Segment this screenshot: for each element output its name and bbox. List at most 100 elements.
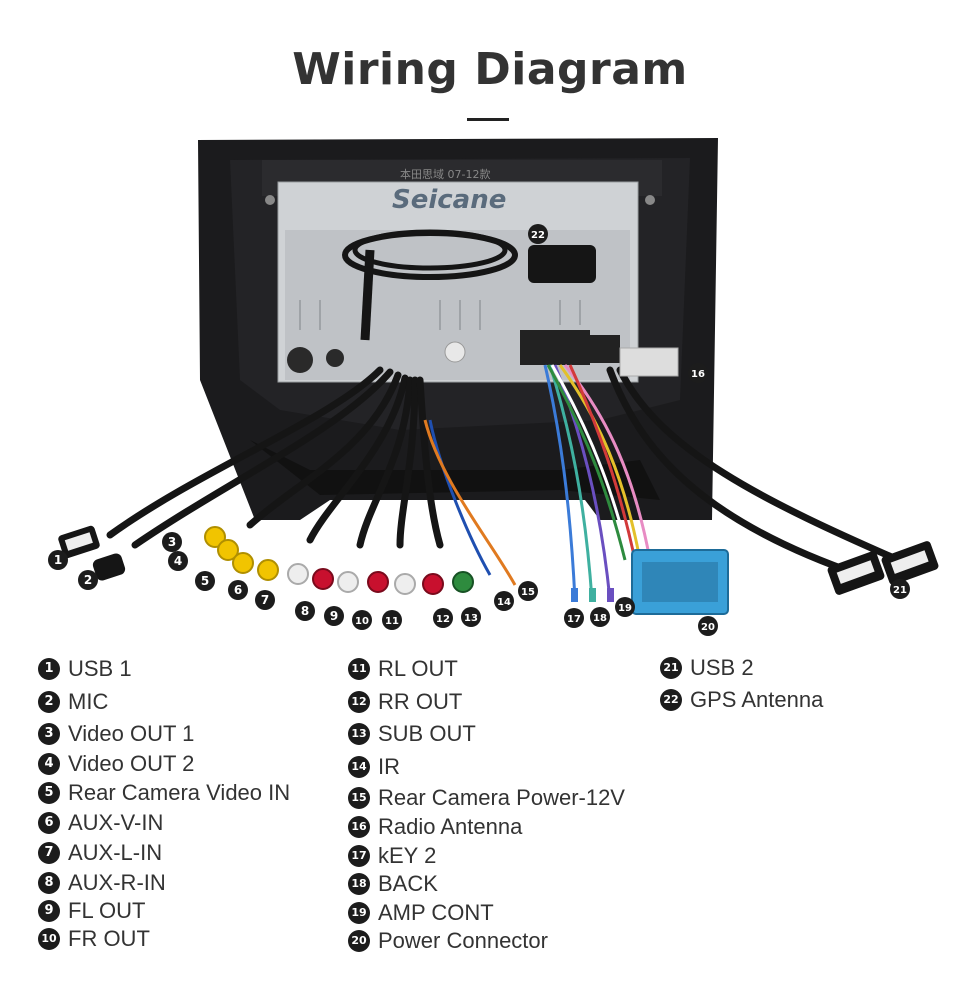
legend-item-11: 11 RL OUT (348, 656, 458, 682)
title-underline (467, 118, 509, 121)
legend-number-badge: 13 (348, 723, 370, 745)
svg-text:15: 15 (521, 587, 535, 598)
callout-badge-9: 9 (324, 606, 344, 626)
svg-text:2: 2 (84, 573, 92, 587)
callout-badge-14: 14 (494, 591, 514, 611)
brand-logo: Seicane (392, 185, 506, 215)
legend-number-badge: 18 (348, 873, 370, 895)
legend-label: Video OUT 2 (68, 751, 195, 776)
unit-sticker: 本田思域 07-12款 (400, 167, 490, 181)
legend-number-badge: 3 (38, 723, 60, 745)
legend-label: SUB OUT (378, 721, 476, 746)
svg-text:12: 12 (436, 614, 450, 625)
legend-label: Video OUT 1 (68, 721, 195, 746)
svg-text:22: 22 (531, 230, 545, 241)
svg-text:21: 21 (893, 585, 907, 596)
svg-text:20: 20 (701, 622, 715, 633)
callout-badge-2: 2 (78, 570, 98, 590)
page-title: Wiring Diagram (292, 44, 688, 95)
callout-badge-15: 15 (518, 581, 538, 601)
legend-label: MIC (68, 689, 109, 714)
gps-antenna (342, 229, 596, 341)
radio-antenna-adapter (619, 347, 679, 377)
callout-badge-19: 19 (615, 597, 635, 617)
mic-connector (92, 553, 126, 581)
legend-label: Rear Camera Video IN (68, 780, 291, 805)
callout-badge-12: 12 (433, 608, 453, 628)
svg-text:14: 14 (497, 597, 511, 608)
legend-item-4: 4 Video OUT 2 (38, 751, 194, 777)
legend-label: AUX-L-IN (68, 840, 163, 865)
legend-label: RL OUT (378, 656, 458, 681)
legend-item-8: 8 AUX-R-IN (38, 870, 166, 896)
head-unit: 本田思域 07-12款 Seicane (262, 160, 662, 383)
callout-badge-17: 17 (564, 608, 584, 628)
legend-label: AUX-R-IN (68, 870, 166, 895)
svg-text:16: 16 (691, 369, 705, 380)
legend-item-13: 13 SUB OUT (348, 721, 476, 747)
legend-item-16: 16 Radio Antenna (348, 814, 522, 840)
svg-text:7: 7 (261, 593, 269, 607)
legend-number-badge: 2 (38, 691, 60, 713)
callout-badge-11: 11 (382, 610, 402, 630)
legend-number-badge: 14 (348, 756, 370, 778)
svg-text:6: 6 (234, 583, 242, 597)
callout-badge-22: 22 (528, 224, 548, 244)
legend-number-badge: 11 (348, 658, 370, 680)
legend-label: FL OUT (68, 898, 146, 923)
callout-badge-4: 4 (168, 551, 188, 571)
legend-label: IR (378, 754, 400, 779)
legend-label: AMP CONT (378, 900, 494, 925)
callout-badge-8: 8 (295, 601, 315, 621)
usb2-cables (606, 366, 914, 579)
legend-number-badge: 16 (348, 816, 370, 838)
legend-number-badge: 5 (38, 782, 60, 804)
legend-item-14: 14 IR (348, 754, 400, 780)
svg-text:5: 5 (201, 574, 209, 588)
svg-text:9: 9 (330, 609, 338, 623)
power-connector (631, 549, 729, 615)
legend-item-2: 2 MIC (38, 689, 108, 715)
legend-number-badge: 20 (348, 930, 370, 952)
legend-number-badge: 4 (38, 753, 60, 775)
left-harness (106, 366, 444, 549)
callout-badge-18: 18 (590, 607, 610, 627)
callout-badge-13: 13 (461, 607, 481, 627)
legend-label: kEY 2 (378, 843, 437, 868)
legend-item-3: 3 Video OUT 1 (38, 721, 194, 747)
svg-text:13: 13 (464, 613, 478, 624)
legend-number-badge: 15 (348, 787, 370, 809)
legend-label: Power Connector (378, 928, 548, 953)
legend-number-badge: 17 (348, 845, 370, 867)
legend-number-badge: 19 (348, 902, 370, 924)
svg-text:18: 18 (593, 613, 607, 624)
callout-badge-10: 10 (352, 610, 372, 630)
svg-text:3: 3 (168, 535, 176, 549)
svg-text:19: 19 (618, 603, 632, 614)
callout-badge-5: 5 (195, 571, 215, 591)
legend-number-badge: 12 (348, 691, 370, 713)
wiring-illustration: 本田思域 07-12款 Seicane (48, 138, 939, 636)
svg-text:10: 10 (355, 616, 369, 627)
callout-badge-16: 16 (688, 363, 708, 383)
power-harness (543, 364, 652, 601)
callout-badge-21: 21 (890, 579, 910, 599)
legend-label: Radio Antenna (378, 814, 523, 839)
callout-badge-6: 6 (228, 580, 248, 600)
legend-number-badge: 22 (660, 689, 682, 711)
legend-label: USB 2 (690, 655, 754, 680)
callout-badge-7: 7 (255, 590, 275, 610)
legend-number-badge: 1 (38, 658, 60, 680)
legend-label: RR OUT (378, 689, 463, 714)
svg-text:4: 4 (174, 554, 182, 568)
usb1-connector (58, 525, 100, 559)
legend-number-badge: 8 (38, 872, 60, 894)
